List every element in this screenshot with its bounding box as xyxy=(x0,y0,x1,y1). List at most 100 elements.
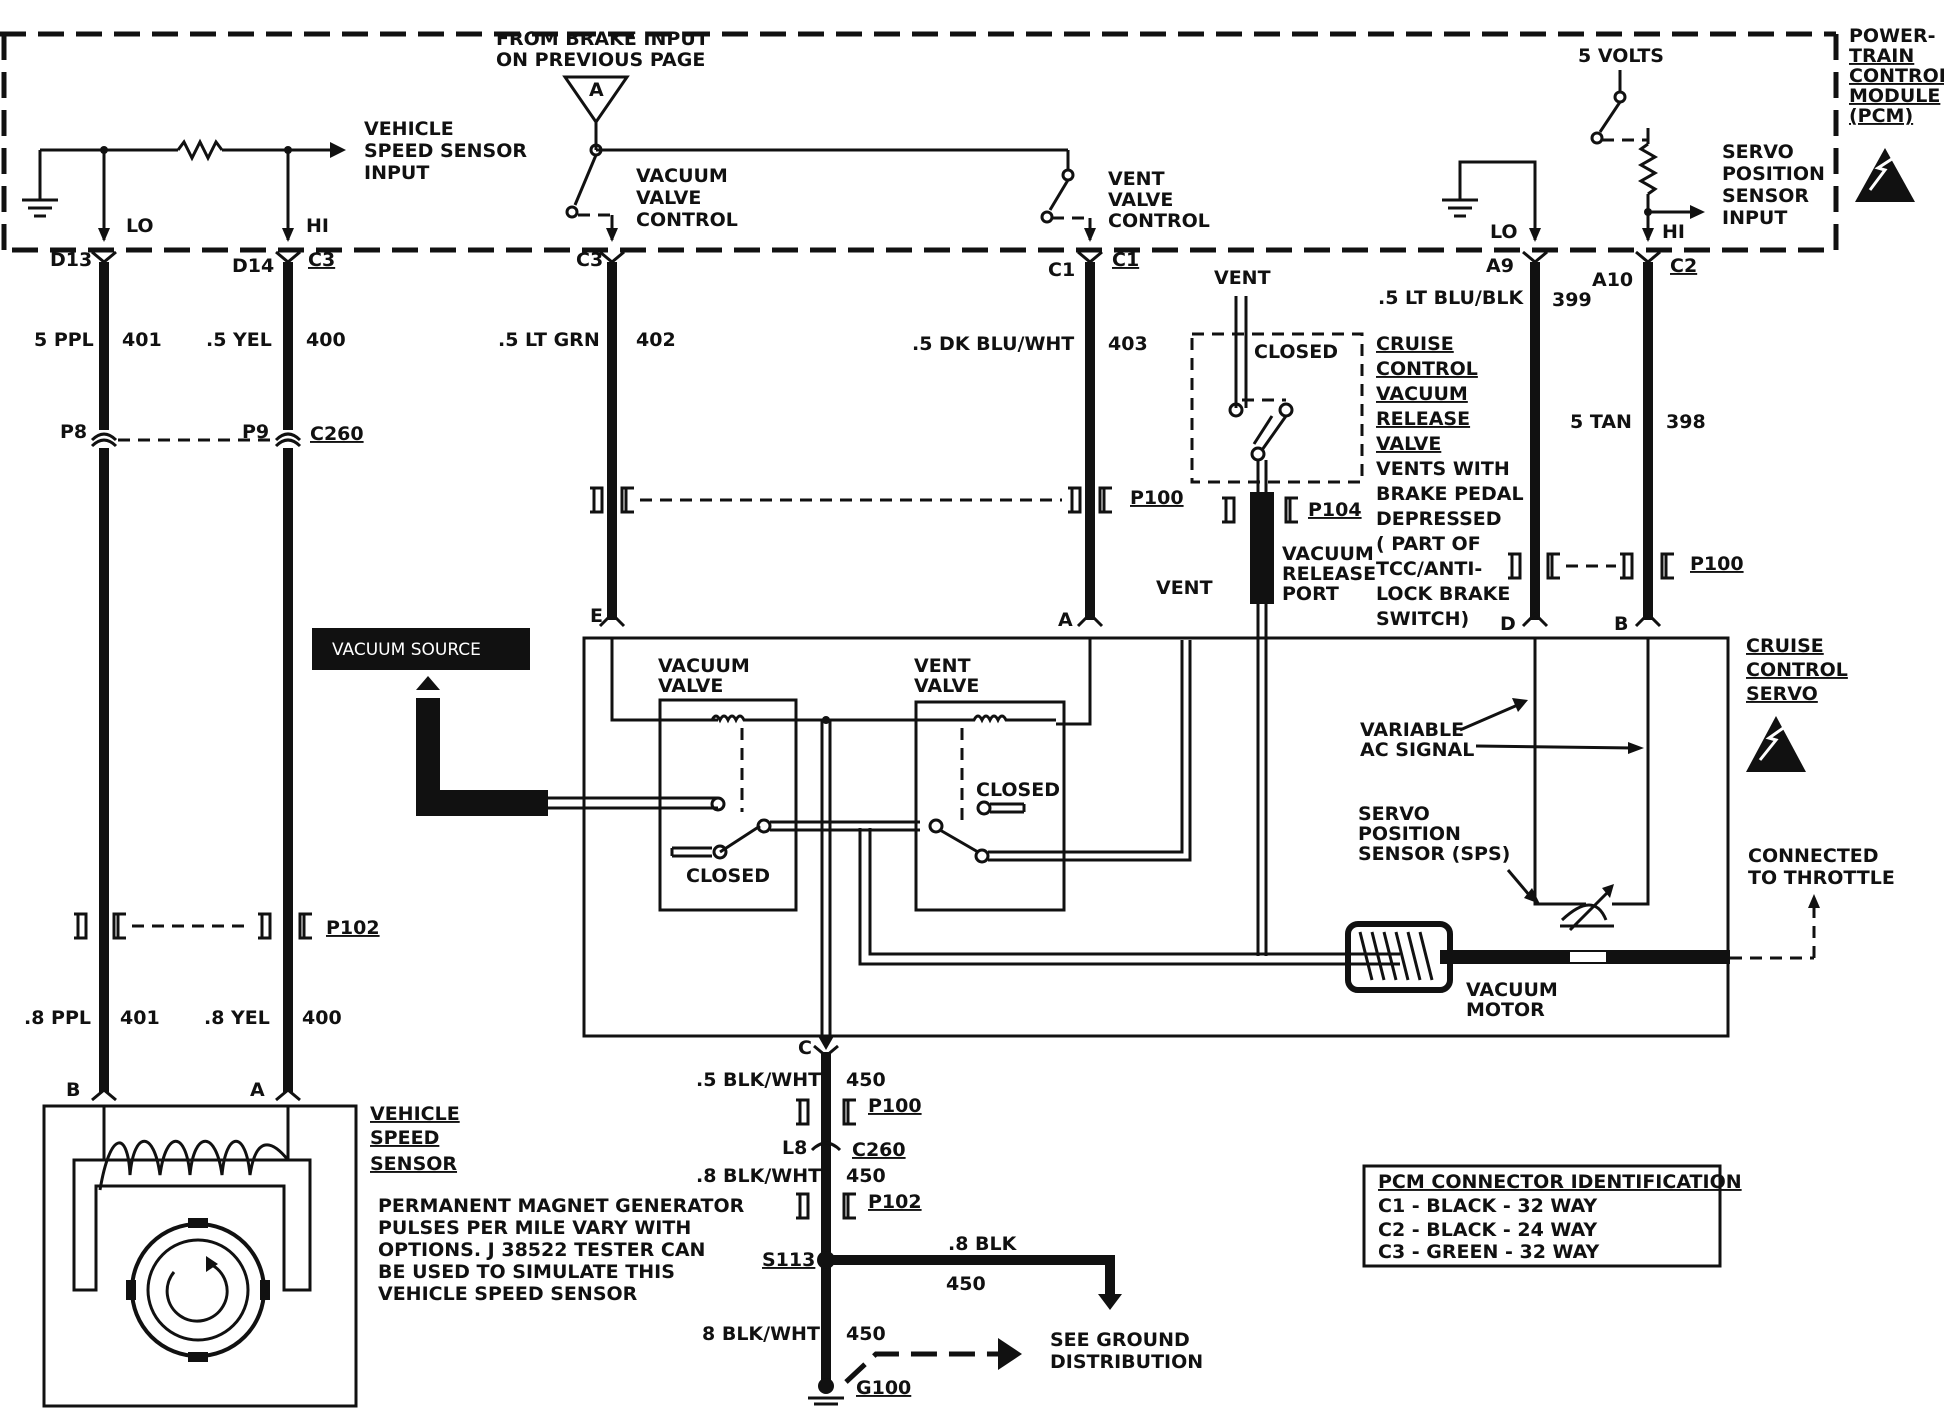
w402-color: .5 LT GRN xyxy=(498,329,600,351)
ground-circuit-450: C .5 BLK/WHT 450 P100 L8 C260 .8 BLK/WHT… xyxy=(696,1037,1203,1406)
variable-ac-1: VARIABLE xyxy=(1360,719,1464,741)
servo-input-2: POSITION xyxy=(1722,163,1825,185)
w401-num: 401 xyxy=(122,329,162,351)
vacuum-valve-switch: VACUUM VALVE CONTROL xyxy=(565,143,738,242)
wire-labels-lower: .8 PPL 401 .8 YEL 400 xyxy=(24,1007,342,1029)
vacuum-source-box xyxy=(312,628,530,670)
release-desc-6: LOCK BRAKE xyxy=(1376,583,1510,605)
throttle-1: CONNECTED xyxy=(1748,845,1879,867)
lo-label-2: LO xyxy=(1490,221,1518,243)
closed-right: CLOSED xyxy=(976,779,1060,801)
lo-label-1: LO xyxy=(126,215,154,237)
vent-valve-switch: VENT VALVE CONTROL xyxy=(596,148,1210,242)
release-port-3: PORT xyxy=(1282,583,1339,605)
vss-input-line1: VEHICLE xyxy=(364,118,454,140)
pin-c3: C3 xyxy=(576,249,603,271)
pcm-title-5: (PCM) xyxy=(1849,105,1913,127)
pin-c: C xyxy=(798,1037,812,1059)
wire-401 xyxy=(90,250,118,1102)
vent-valve-control-1: VENT xyxy=(1108,168,1165,190)
see-ground-2: DISTRIBUTION xyxy=(1050,1351,1203,1373)
w400-bot-color: .8 YEL xyxy=(204,1007,270,1029)
esd-warning-icon xyxy=(1855,148,1915,202)
pin-l8: L8 xyxy=(782,1137,807,1159)
vss-pin-b: B xyxy=(66,1079,80,1101)
vent-valve-control-3: CONTROL xyxy=(1108,210,1210,232)
pcm-title-1: POWER- xyxy=(1849,25,1936,47)
wire-labels-upper: 5 PPL 401 .5 YEL 400 .5 LT GRN 402 .5 DK… xyxy=(34,287,1706,433)
release-label-4: RELEASE xyxy=(1376,408,1470,430)
pcm-vss-input: LO HI VEHICLE SPEED SENSOR INPUT xyxy=(22,118,527,242)
pcm-pin-labels: D13 D14 C3 C3 C1 C1 A9 A10 C2 xyxy=(50,249,1697,291)
vacuum-valve-control-3: CONTROL xyxy=(636,209,738,231)
vss-title-2: SPEED xyxy=(370,1127,439,1149)
servo-input-4: INPUT xyxy=(1722,207,1787,229)
w399-num: 399 xyxy=(1552,289,1592,311)
conn-c260-b: C260 xyxy=(852,1139,906,1161)
w398-num: 398 xyxy=(1666,411,1706,433)
pin-d14: D14 xyxy=(232,255,274,277)
w402-num: 402 xyxy=(636,329,676,351)
sps-3: SENSOR (SPS) xyxy=(1358,843,1510,865)
w450a-num: 450 xyxy=(846,1069,886,1091)
w400-bot-num: 400 xyxy=(302,1007,342,1029)
vss-input-line3: INPUT xyxy=(364,162,429,184)
vent-valve-1: VENT xyxy=(914,655,971,677)
five-volts: 5 VOLTS xyxy=(1578,45,1664,67)
servo-input-3: SENSOR xyxy=(1722,185,1809,207)
vacuum-source-label: VACUUM SOURCE xyxy=(332,640,481,660)
vacuum-valve-1: VACUUM xyxy=(658,655,750,677)
wire-398 xyxy=(1634,250,1662,628)
pin-d: D xyxy=(1500,613,1516,635)
release-port-2: RELEASE xyxy=(1282,563,1376,585)
w398-color: 5 TAN xyxy=(1570,411,1632,433)
vacuum-release-valve: VENT CLOSED P104 VACUUM RELEASE PORT CRU… xyxy=(1190,267,1524,956)
w401-bot-num: 401 xyxy=(120,1007,160,1029)
wire-399 xyxy=(1521,250,1549,628)
wire-403 xyxy=(1076,250,1104,628)
brake-input-line1: FROM BRAKE INPUT xyxy=(496,28,709,50)
pin-b: B xyxy=(1614,613,1628,635)
w450b-num: 450 xyxy=(846,1165,886,1187)
release-label-1: CRUISE xyxy=(1376,333,1454,355)
conn-p104: P104 xyxy=(1308,499,1362,521)
vent-valve-2: VALVE xyxy=(914,675,979,697)
pin-a: A xyxy=(1058,609,1073,631)
sps-2: POSITION xyxy=(1358,823,1461,845)
variable-ac-2: AC SIGNAL xyxy=(1360,739,1474,761)
vss-note-1: PERMANENT MAGNET GENERATOR xyxy=(378,1195,745,1217)
vacuum-motor-2: MOTOR xyxy=(1466,999,1545,1021)
pin-c3-conn: C3 xyxy=(308,249,335,271)
pin-a9: A9 xyxy=(1486,255,1514,277)
w450d-color: 8 BLK/WHT xyxy=(702,1323,820,1345)
see-ground-1: SEE GROUND xyxy=(1050,1329,1190,1351)
release-label-2: CONTROL xyxy=(1376,358,1478,380)
pin-e: E xyxy=(590,605,603,627)
pin-d13: D13 xyxy=(50,249,92,271)
servo-title-2: CONTROL xyxy=(1746,659,1848,681)
connector-p102-left: P102 xyxy=(74,912,380,940)
conn-p102-left: P102 xyxy=(326,917,380,939)
w401-bot-color: .8 PPL xyxy=(24,1007,91,1029)
vss-input-line2: SPEED SENSOR xyxy=(364,140,527,162)
pcm-sps-input: 5 VOLTS HI LO SERVO POSITION SENSOR INPU… xyxy=(1442,45,1825,243)
pcm-id-row-2: C2 - BLACK - 24 WAY xyxy=(1378,1219,1597,1241)
vacuum-valve-control-2: VALVE xyxy=(636,187,701,209)
release-desc-3: DEPRESSED xyxy=(1376,508,1502,530)
release-label-3: VACUUM xyxy=(1376,383,1468,405)
pcm-title-3: CONTROL xyxy=(1849,65,1944,87)
servo-vent: VENT xyxy=(1156,577,1213,599)
pin-p9: P9 xyxy=(242,421,269,443)
vss-pin-a: A xyxy=(250,1079,265,1101)
w450d-num: 450 xyxy=(846,1323,886,1345)
servo-input-1: SERVO xyxy=(1722,141,1794,163)
hi-label-1: HI xyxy=(306,215,329,237)
conn-c260: C260 xyxy=(310,423,364,445)
w450b-color: .8 BLK/WHT xyxy=(696,1165,821,1187)
release-desc-4: ( PART OF xyxy=(1376,533,1481,555)
release-desc-1: VENTS WITH xyxy=(1376,458,1510,480)
pin-c2-conn: C2 xyxy=(1670,255,1697,277)
release-desc-5: TCC/ANTI- xyxy=(1376,558,1482,580)
conn-p100-bottom: P100 xyxy=(868,1095,922,1117)
